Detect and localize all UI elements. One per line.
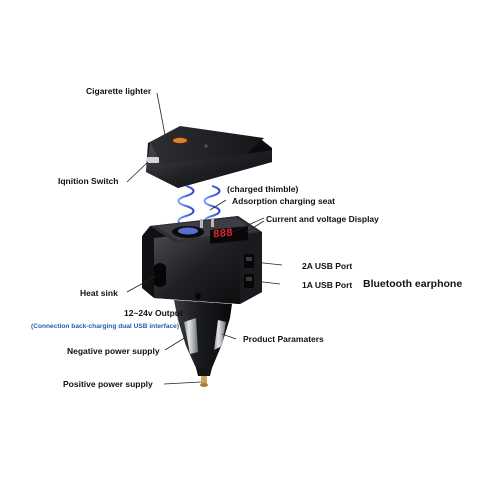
callout-lines: [126, 92, 283, 385]
charger-body: 888: [142, 216, 262, 304]
label-adsorption-seat: Adsorption charging seat: [232, 196, 335, 206]
charged-thimble-springs: [177, 185, 221, 227]
label-cigarette-lighter: Cigarette lighter: [86, 86, 152, 96]
label-ignition-switch: Iqnition Switch: [58, 176, 119, 186]
label-connection-note: (Connection back-charging dual USB inter…: [31, 323, 180, 330]
label-product-params: Product Paramaters: [243, 334, 324, 344]
label-positive-supply: Positive power supply: [63, 379, 153, 389]
label-heat-sink: Heat sink: [80, 288, 118, 298]
label-usb-1a: 1A USB Port: [302, 280, 353, 290]
display-readout: 888: [213, 228, 233, 242]
label-negative-supply: Negative power supply: [67, 346, 160, 356]
cigarette-lighter-module: [146, 126, 272, 188]
label-charged-thimble: (charged thimble): [227, 184, 299, 194]
label-output: 12~24v Output: [124, 308, 183, 318]
plug-barrel: [174, 300, 232, 387]
label-display: Current and voltage Display: [266, 214, 379, 224]
label-bluetooth: Bluetooth earphone: [363, 278, 463, 290]
label-usb-2a: 2A USB Port: [302, 261, 353, 271]
